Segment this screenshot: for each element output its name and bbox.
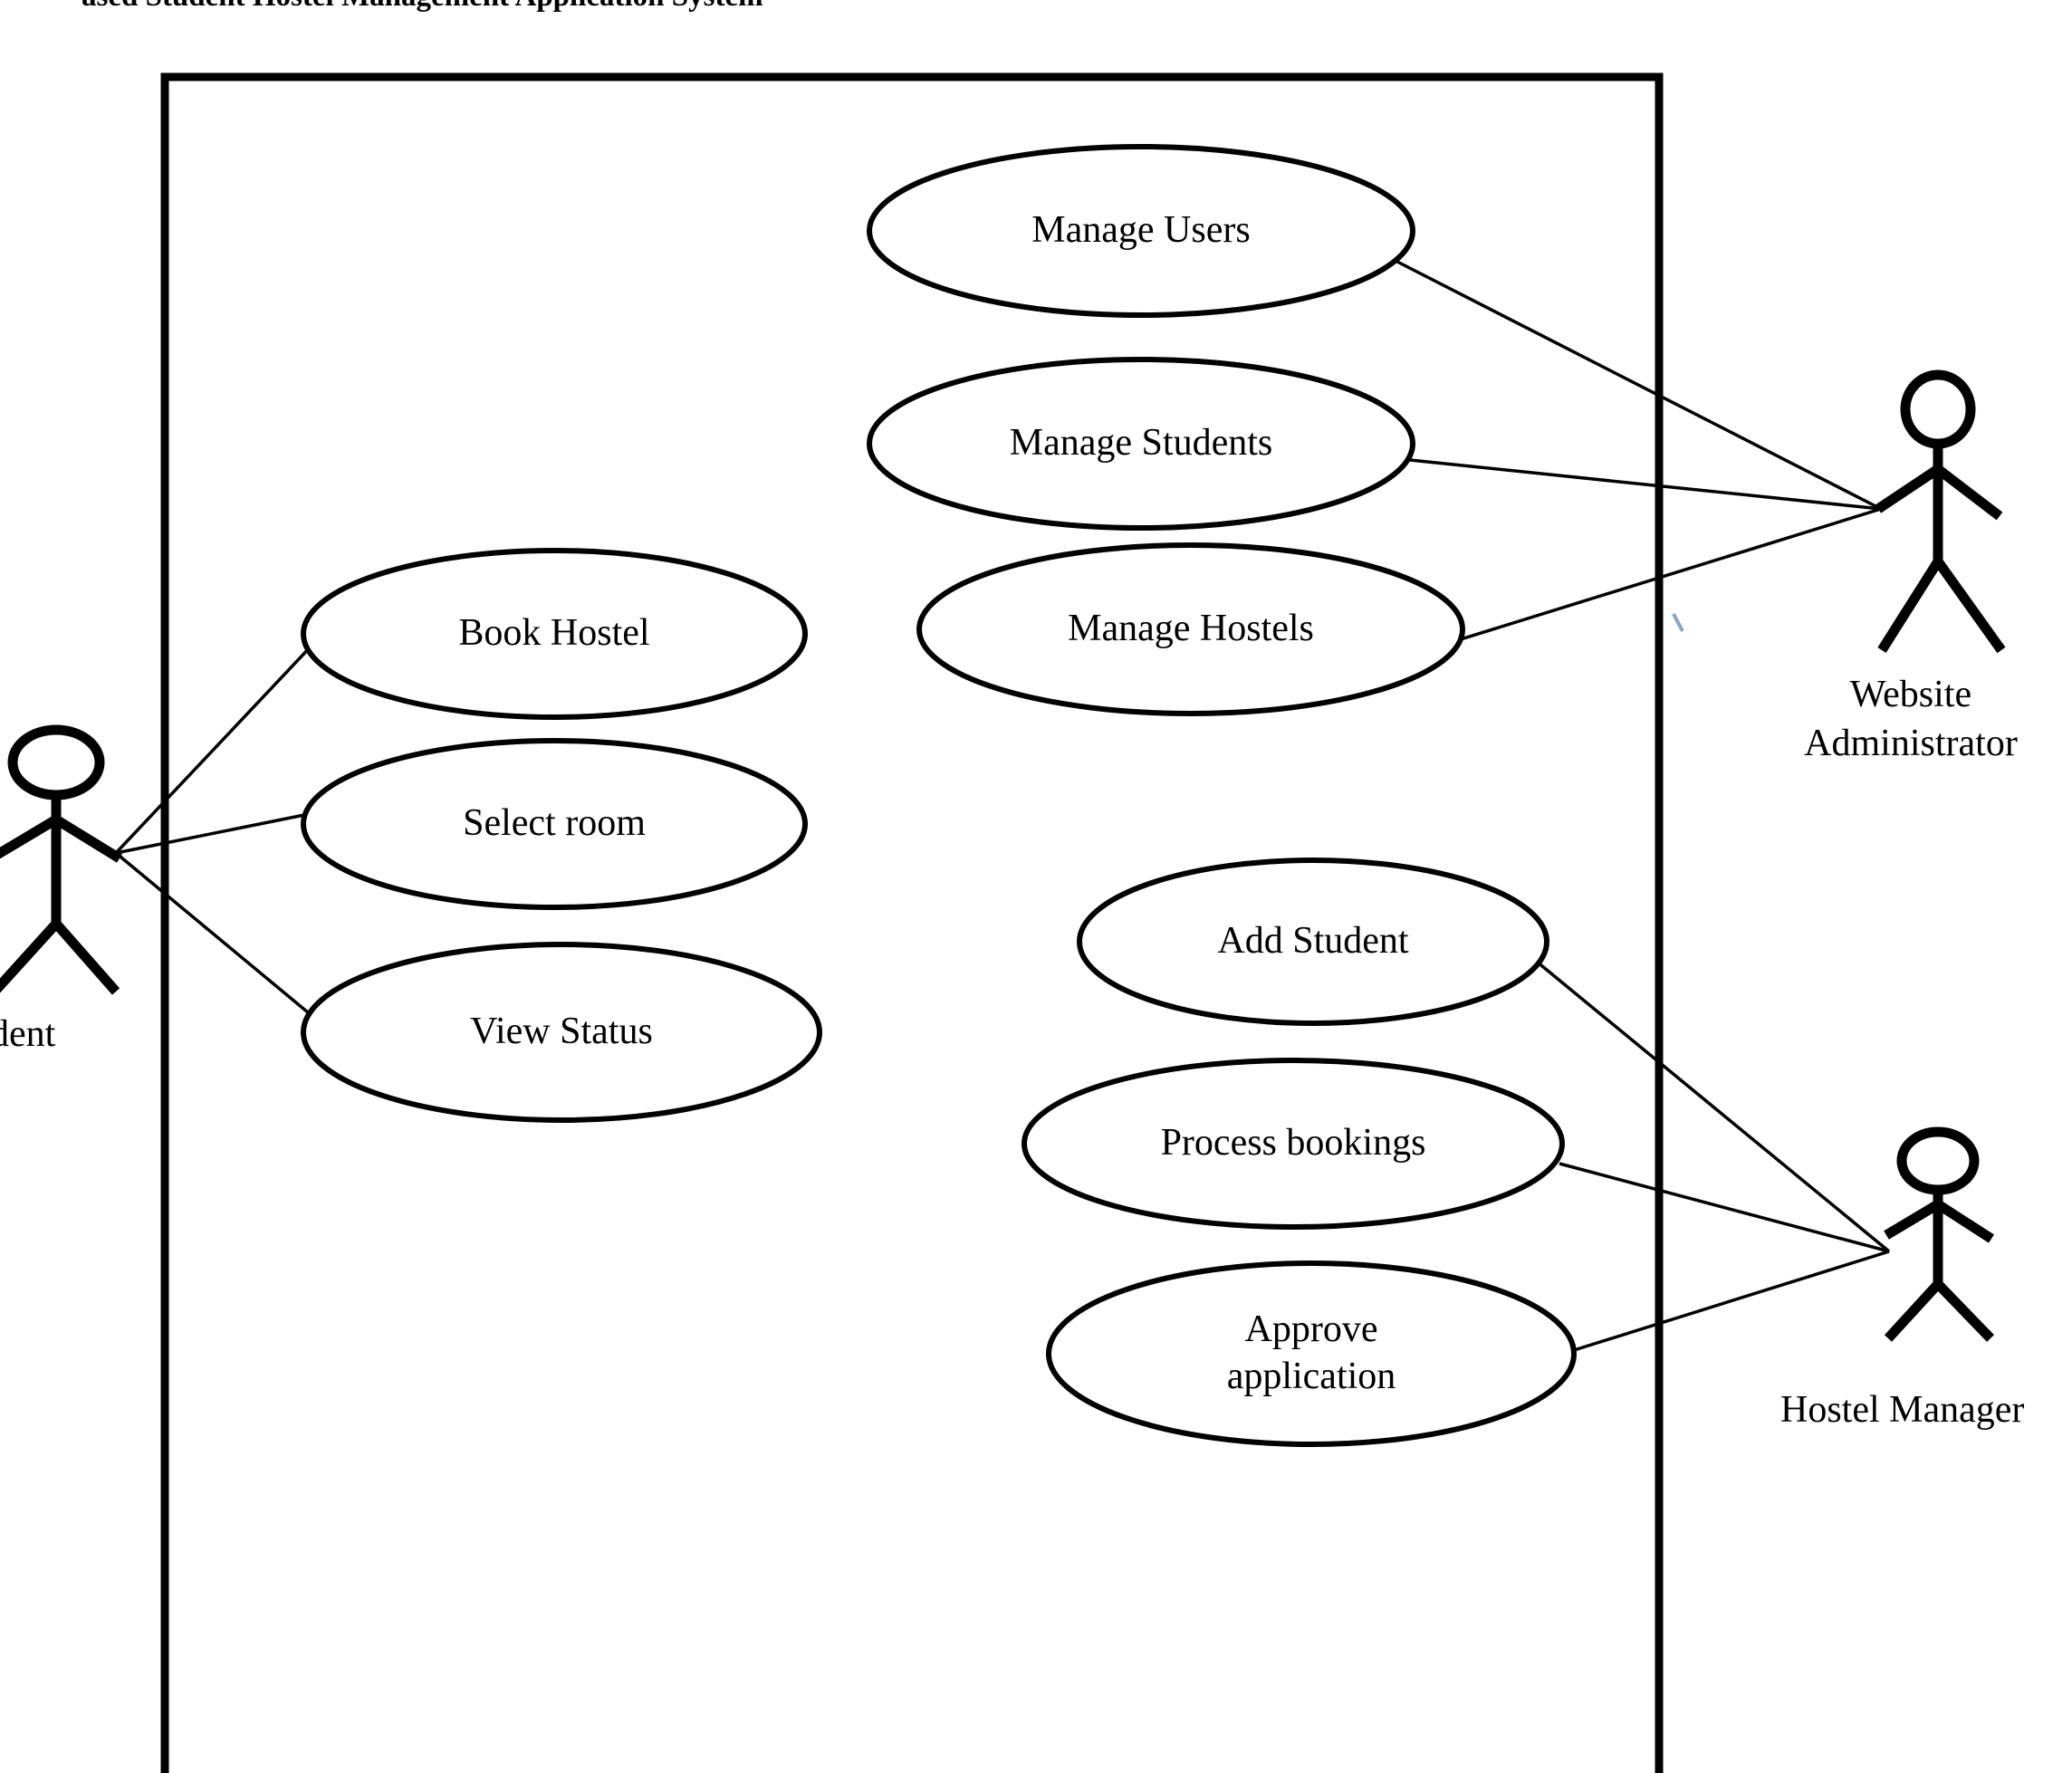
use-case-select-room[interactable] <box>301 738 808 910</box>
actor-student-arm-right <box>53 815 122 863</box>
blue-tick-mark-artifact <box>1672 613 1684 632</box>
use-case-book-hostel[interactable] <box>301 548 808 720</box>
actor-student-head-icon <box>7 724 105 800</box>
actor-student-leg-right <box>52 920 120 995</box>
use-case-add-student[interactable] <box>1077 858 1549 1026</box>
actor-label-hostel-manager: Hostel Manager <box>1780 1389 2025 1431</box>
association-approve-application-hostel-manager <box>1570 1250 1890 1353</box>
actor-website-administrator-leg-left <box>1877 559 1942 653</box>
association-lines <box>114 259 1891 1353</box>
use-case-manage-users[interactable] <box>867 144 1415 318</box>
actor-label-student: udent <box>0 1013 56 1055</box>
actor-student-arm-left <box>0 815 59 859</box>
association-student-select-room <box>115 811 314 855</box>
actor-website-administrator-arm-left <box>1875 465 1942 513</box>
use-case-approve-application[interactable] <box>1046 1260 1577 1447</box>
association-student-view-status <box>114 851 321 1023</box>
actor-website-administrator-leg-right <box>1933 558 2006 654</box>
actor-hostel-manager[interactable] <box>1884 1126 1994 1342</box>
system-boundary-box <box>160 72 1664 1773</box>
association-manage-users-website-administrator <box>1395 259 1882 511</box>
actor-website-administrator[interactable] <box>1875 369 2006 654</box>
use-case-manage-students[interactable] <box>867 357 1415 531</box>
association-process-bookings-hostel-manager <box>1559 1162 1890 1253</box>
actor-hostel-manager-arm-left <box>1884 1200 1941 1240</box>
actor-label-website-administrator: Website Administrator <box>1804 674 2018 764</box>
actor-hostel-manager-arm-right <box>1935 1200 1994 1243</box>
use-case-view-status[interactable] <box>301 942 822 1123</box>
actor-student-leg-left <box>0 920 61 993</box>
association-manage-students-website-administrator <box>1409 458 1882 511</box>
association-student-book-hostel <box>114 643 314 855</box>
actor-hostel-manager-leg-right <box>1934 1280 1994 1342</box>
actor-hostel-manager-leg-left <box>1884 1280 1942 1342</box>
association-manage-hostels-website-administrator <box>1448 507 1882 645</box>
actor-student[interactable] <box>0 724 122 995</box>
association-add-student-hostel-manager <box>1535 960 1891 1253</box>
use-case-manage-hostels[interactable] <box>916 542 1465 716</box>
use-case-process-bookings[interactable] <box>1022 1058 1565 1230</box>
actor-website-administrator-head-icon <box>1900 369 1976 449</box>
page-title: ased Student Hostel Management Applicati… <box>82 0 1259 14</box>
actor-hostel-manager-head-icon <box>1896 1126 1980 1195</box>
use-case-ellipses <box>301 144 1577 1447</box>
actor-website-administrator-arm-right <box>1934 465 2003 521</box>
